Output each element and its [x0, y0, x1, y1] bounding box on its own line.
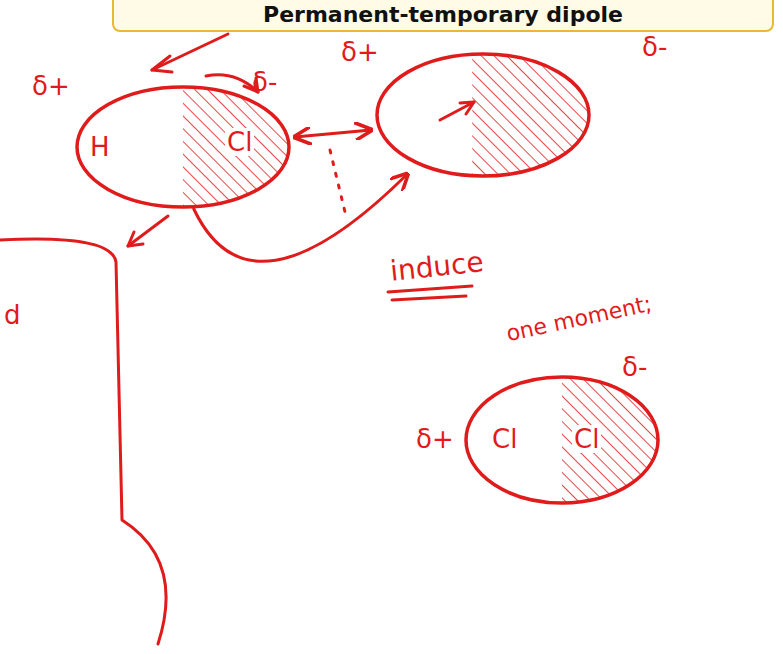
molecule-label: δ+ [339, 38, 381, 66]
note-label: one moment; [504, 291, 654, 346]
molecule-ellipse [466, 377, 658, 503]
molecule-label: Cl [225, 128, 254, 156]
molecule-label: Cl [572, 425, 601, 453]
molecule-ellipse [77, 87, 289, 207]
shift-arrow [440, 102, 474, 120]
underline [388, 286, 472, 300]
molecule-label: δ- [250, 68, 279, 96]
electron-density-hatch [472, 52, 591, 178]
molecule-node: δ+δ- [375, 52, 591, 178]
molecule-node: δ+ClClδ- [464, 375, 660, 505]
molecule-label: δ+ [414, 425, 456, 453]
molecule-outline [375, 52, 591, 178]
molecule-label: δ+ [30, 72, 72, 100]
title-text: Permanent-temporary dipole [263, 2, 623, 27]
molecule-node: δ+HClδ- [75, 85, 291, 209]
molecule-label: H [88, 133, 112, 161]
pointer-arrow [152, 34, 228, 70]
dotted-line [330, 150, 345, 212]
arrow-head [152, 56, 172, 72]
molecule-label: δ- [640, 33, 669, 61]
title-box: Permanent-temporary dipole [112, 0, 774, 32]
pointer-arrow [128, 216, 168, 246]
electron-density-hatch [562, 375, 660, 505]
molecule-label: Cl [490, 425, 519, 453]
bracket-curve [0, 239, 166, 644]
note-label: d [4, 300, 21, 330]
electron-density-hatch [183, 85, 291, 209]
arrow-head [460, 102, 474, 114]
edge-label: induce [389, 245, 486, 288]
molecule-label: δ- [620, 353, 649, 381]
molecule-ellipse [377, 54, 589, 176]
connector-arrow [295, 130, 371, 137]
arrow-head [128, 232, 143, 246]
